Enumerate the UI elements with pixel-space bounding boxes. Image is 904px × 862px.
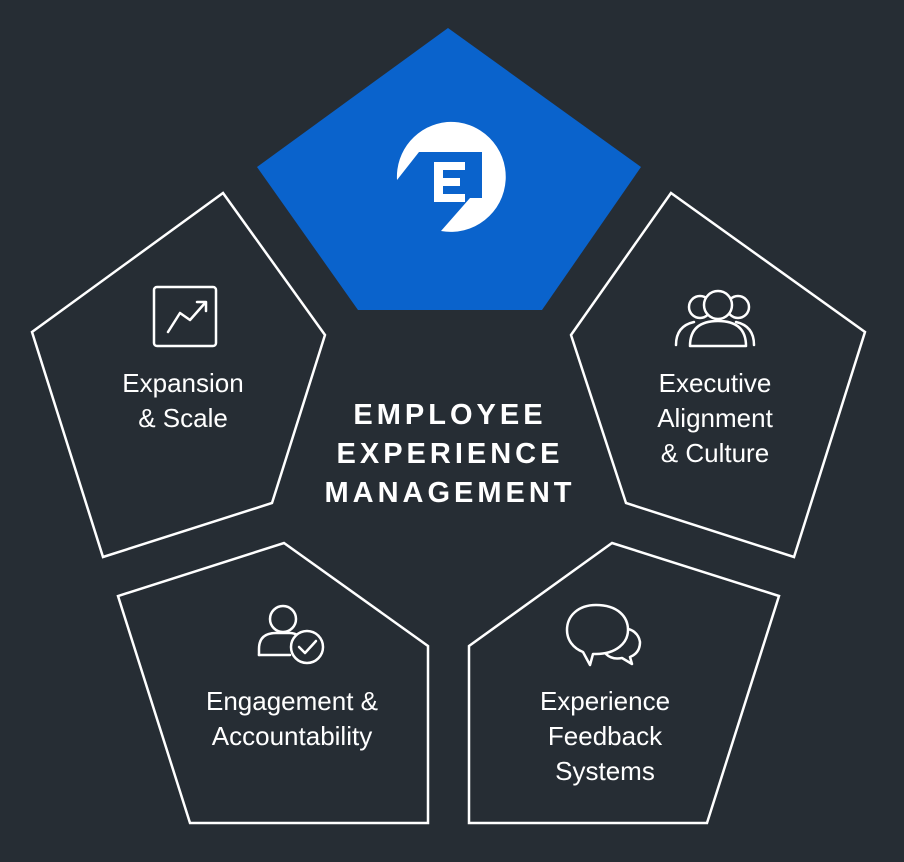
engagement-label-line: Accountability	[211, 721, 373, 751]
speech-bubbles-icon	[565, 603, 642, 667]
executive-label-line: Executive	[658, 368, 772, 398]
feedback-label-line: Feedback	[547, 721, 663, 751]
feedback-label-line: Systems	[555, 756, 655, 786]
engagement-label-line: Engagement &	[205, 686, 379, 716]
expansion-label: Expansion & Scale	[122, 366, 243, 436]
executive-label-line: Alignment	[657, 403, 773, 433]
expansion-label-line: Expansion	[122, 368, 244, 398]
center-title: EMPLOYEE EXPERIENCE MANAGEMENT	[324, 396, 575, 513]
brand-e-logo-icon	[396, 121, 506, 232]
executive-label: Executive Alignment & Culture	[657, 366, 773, 471]
engagement-pentagon	[116, 541, 430, 825]
center-title-line: MANAGEMENT	[324, 477, 576, 509]
people-group-icon	[674, 289, 756, 348]
executive-pentagon	[569, 191, 867, 559]
center-title-line: EXPERIENCE	[336, 438, 564, 470]
trend-chart-icon	[152, 285, 218, 348]
user-check-icon	[257, 604, 325, 665]
feedback-label-line: Experience	[539, 686, 671, 716]
center-title-line: EMPLOYEE	[353, 399, 547, 431]
executive-label-line: & Culture	[660, 438, 770, 468]
engagement-label: Engagement & Accountability	[206, 684, 378, 754]
feedback-pentagon	[467, 541, 781, 825]
expansion-pentagon	[30, 191, 327, 559]
expansion-label-line: & Scale	[138, 403, 228, 433]
feedback-label: Experience Feedback Systems	[540, 684, 670, 789]
